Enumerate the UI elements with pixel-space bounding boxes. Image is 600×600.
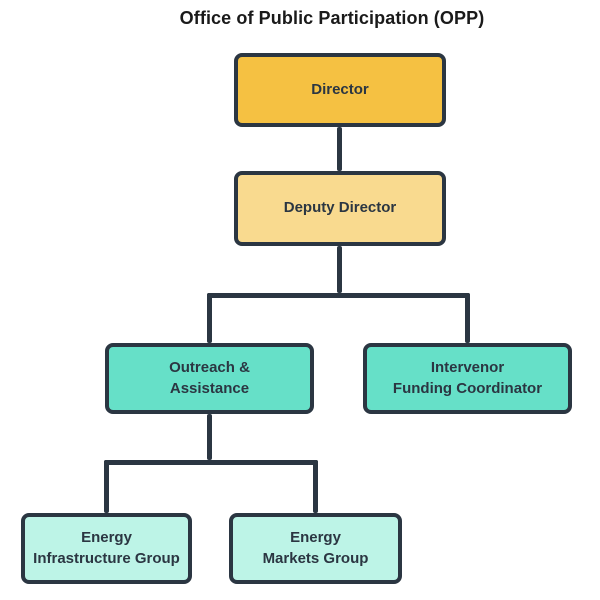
org-node-director: Director <box>234 53 446 127</box>
org-node-intervenor-funding-coordinator-label: Intervenor Funding Coordinator <box>392 359 543 397</box>
org-node-intervenor-funding-coordinator: Intervenor Funding Coordinator <box>363 343 572 414</box>
org-node-energy-markets-group: Energy Markets Group <box>229 513 402 584</box>
connector-deputy-riser <box>337 246 342 293</box>
org-node-outreach-assistance-label: Outreach & Assistance <box>169 359 250 397</box>
connector-outreach-children-bar <box>104 460 318 465</box>
org-node-deputy-director-label: Deputy Director <box>283 199 397 217</box>
connector-drop-energy-markets <box>313 460 318 513</box>
org-node-energy-infrastructure-group-label: Energy Infrastructure Group <box>33 529 180 567</box>
org-node-outreach-assistance: Outreach & Assistance <box>105 343 314 414</box>
connector-drop-outreach <box>207 293 212 343</box>
chart-title: Office of Public Participation (OPP) <box>179 8 485 28</box>
connector-drop-intervenor <box>465 293 470 343</box>
connector-drop-energy-infrastructure <box>104 460 109 513</box>
connector-outreach-riser <box>207 414 212 460</box>
org-node-director-label: Director <box>311 80 369 98</box>
connector-director-to-deputy <box>337 127 342 171</box>
org-node-energy-infrastructure-group: Energy Infrastructure Group <box>21 513 192 584</box>
org-node-energy-markets-group-label: Energy Markets Group <box>262 529 369 567</box>
org-node-deputy-director: Deputy Director <box>234 171 446 246</box>
connector-deputy-children-bar <box>207 293 470 298</box>
